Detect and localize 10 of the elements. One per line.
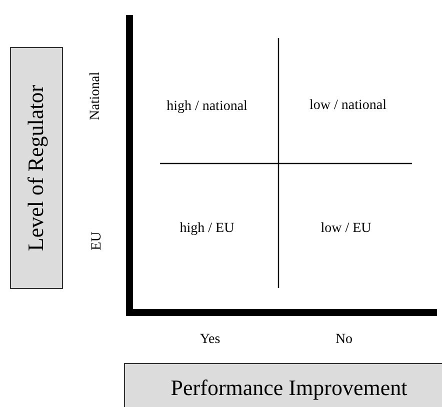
quadrant-label: high / national (166, 100, 248, 114)
axis-label: Yes (200, 333, 220, 347)
axis-label: National (89, 72, 103, 120)
quadrant-label: high / EU (180, 222, 234, 236)
axis-label: EU (90, 232, 104, 250)
axis-label: No (335, 333, 353, 347)
quadrant-label: low / national (310, 99, 386, 113)
axis-title-box: Level of Regulator (10, 47, 63, 289)
axis-title-box: Performance Improvement (124, 363, 442, 407)
quadrant-label: low / EU (320, 222, 372, 236)
